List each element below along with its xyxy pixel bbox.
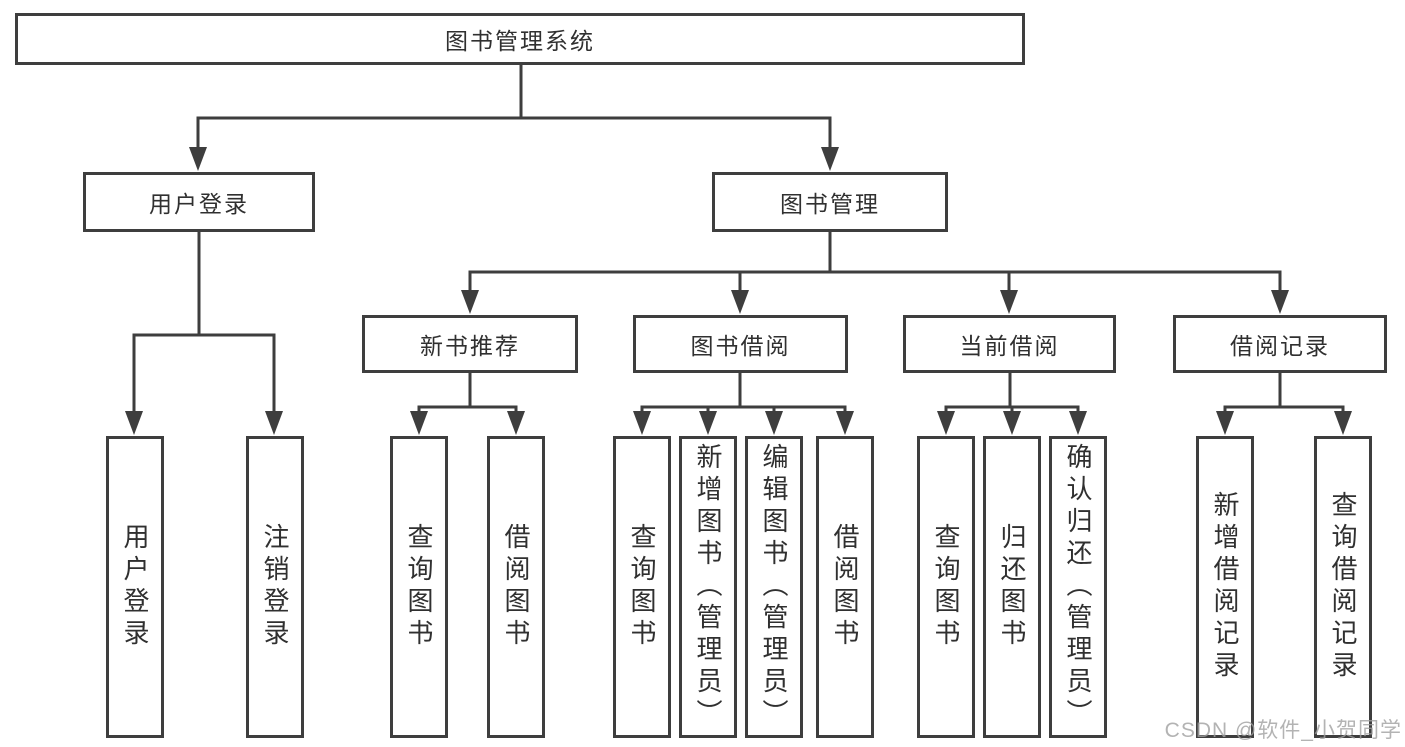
leaf-query-book-borrow-label: 查询图书 xyxy=(627,523,657,651)
leaf-borrow-book-label: 借阅图书 xyxy=(830,523,860,651)
node-new-book-recommend-label: 新书推荐 xyxy=(420,333,520,359)
node-current-borrow: 当前借阅 xyxy=(903,315,1116,373)
watermark: CSDN @软件_小贺同学 xyxy=(1164,719,1402,742)
node-borrow-record: 借阅记录 xyxy=(1173,315,1387,373)
arrow-down-icon xyxy=(265,411,283,435)
leaf-confirm-return-admin: 确认归还（管理员） xyxy=(1049,436,1107,738)
arrow-down-icon xyxy=(507,411,525,435)
leaf-borrow-book: 借阅图书 xyxy=(816,436,874,738)
arrow-down-icon xyxy=(125,411,143,435)
node-book-management: 图书管理 xyxy=(712,172,948,232)
node-borrow-record-label: 借阅记录 xyxy=(1230,333,1330,359)
leaf-query-book-current-label: 查询图书 xyxy=(931,523,961,651)
arrow-down-icon xyxy=(937,411,955,435)
node-root: 图书管理系统 xyxy=(15,13,1025,65)
arrow-down-icon xyxy=(821,147,839,171)
leaf-query-book-recommend-label: 查询图书 xyxy=(404,523,434,651)
leaf-query-book-borrow: 查询图书 xyxy=(613,436,671,738)
arrow-down-icon xyxy=(461,290,479,314)
leaf-query-borrow-record: 查询借阅记录 xyxy=(1314,436,1372,738)
arrow-down-icon xyxy=(836,411,854,435)
node-user-login: 用户登录 xyxy=(83,172,315,232)
leaf-borrow-book-recommend: 借阅图书 xyxy=(487,436,545,738)
leaf-logout-label: 注销登录 xyxy=(260,523,290,651)
node-book-management-label: 图书管理 xyxy=(780,191,880,217)
node-new-book-recommend: 新书推荐 xyxy=(362,315,578,373)
leaf-edit-book-admin-label: 编辑图书（管理员） xyxy=(759,443,789,731)
leaf-return-book: 归还图书 xyxy=(983,436,1041,738)
arrow-down-icon xyxy=(410,411,428,435)
connector-new-book-recommend xyxy=(417,371,518,416)
leaf-add-borrow-record: 新增借阅记录 xyxy=(1196,436,1254,738)
arrow-down-icon xyxy=(633,411,651,435)
connector-book-borrow xyxy=(640,371,847,416)
leaf-add-borrow-record-label: 新增借阅记录 xyxy=(1210,491,1240,683)
connector-user-login xyxy=(132,230,276,415)
leaf-return-book-label: 归还图书 xyxy=(997,523,1027,651)
arrow-down-icon xyxy=(731,290,749,314)
arrow-down-icon xyxy=(189,147,207,171)
leaf-user-login-label: 用户登录 xyxy=(120,523,150,651)
leaf-query-borrow-record-label: 查询借阅记录 xyxy=(1328,491,1358,683)
leaf-borrow-book-recommend-label: 借阅图书 xyxy=(501,523,531,651)
node-user-login-label: 用户登录 xyxy=(149,191,249,217)
arrow-down-icon xyxy=(765,411,783,435)
leaf-query-book-recommend: 查询图书 xyxy=(390,436,448,738)
leaf-user-login: 用户登录 xyxy=(106,436,164,738)
leaf-confirm-return-admin-label: 确认归还（管理员） xyxy=(1063,443,1093,731)
leaf-add-book-admin: 新增图书（管理员） xyxy=(679,436,737,738)
node-book-borrow-label: 图书借阅 xyxy=(690,333,791,359)
leaf-add-book-admin-label: 新增图书（管理员） xyxy=(693,443,723,731)
connector-borrow-record xyxy=(1223,371,1345,416)
arrow-down-icon xyxy=(1003,411,1021,435)
leaf-query-book-current: 查询图书 xyxy=(917,436,975,738)
arrow-down-icon xyxy=(1069,411,1087,435)
leaf-logout: 注销登录 xyxy=(246,436,304,738)
connector-root xyxy=(196,63,832,152)
node-book-borrow: 图书借阅 xyxy=(633,315,848,373)
connector-book-management xyxy=(468,230,1282,295)
node-current-borrow-label: 当前借阅 xyxy=(959,333,1060,359)
node-root-label: 图书管理系统 xyxy=(445,28,595,54)
connector-current-borrow xyxy=(944,371,1080,416)
arrow-down-icon xyxy=(699,411,717,435)
arrow-down-icon xyxy=(1000,290,1018,314)
leaf-edit-book-admin: 编辑图书（管理员） xyxy=(745,436,803,738)
arrow-down-icon xyxy=(1271,290,1289,314)
arrow-down-icon xyxy=(1216,411,1234,435)
arrow-down-icon xyxy=(1334,411,1352,435)
